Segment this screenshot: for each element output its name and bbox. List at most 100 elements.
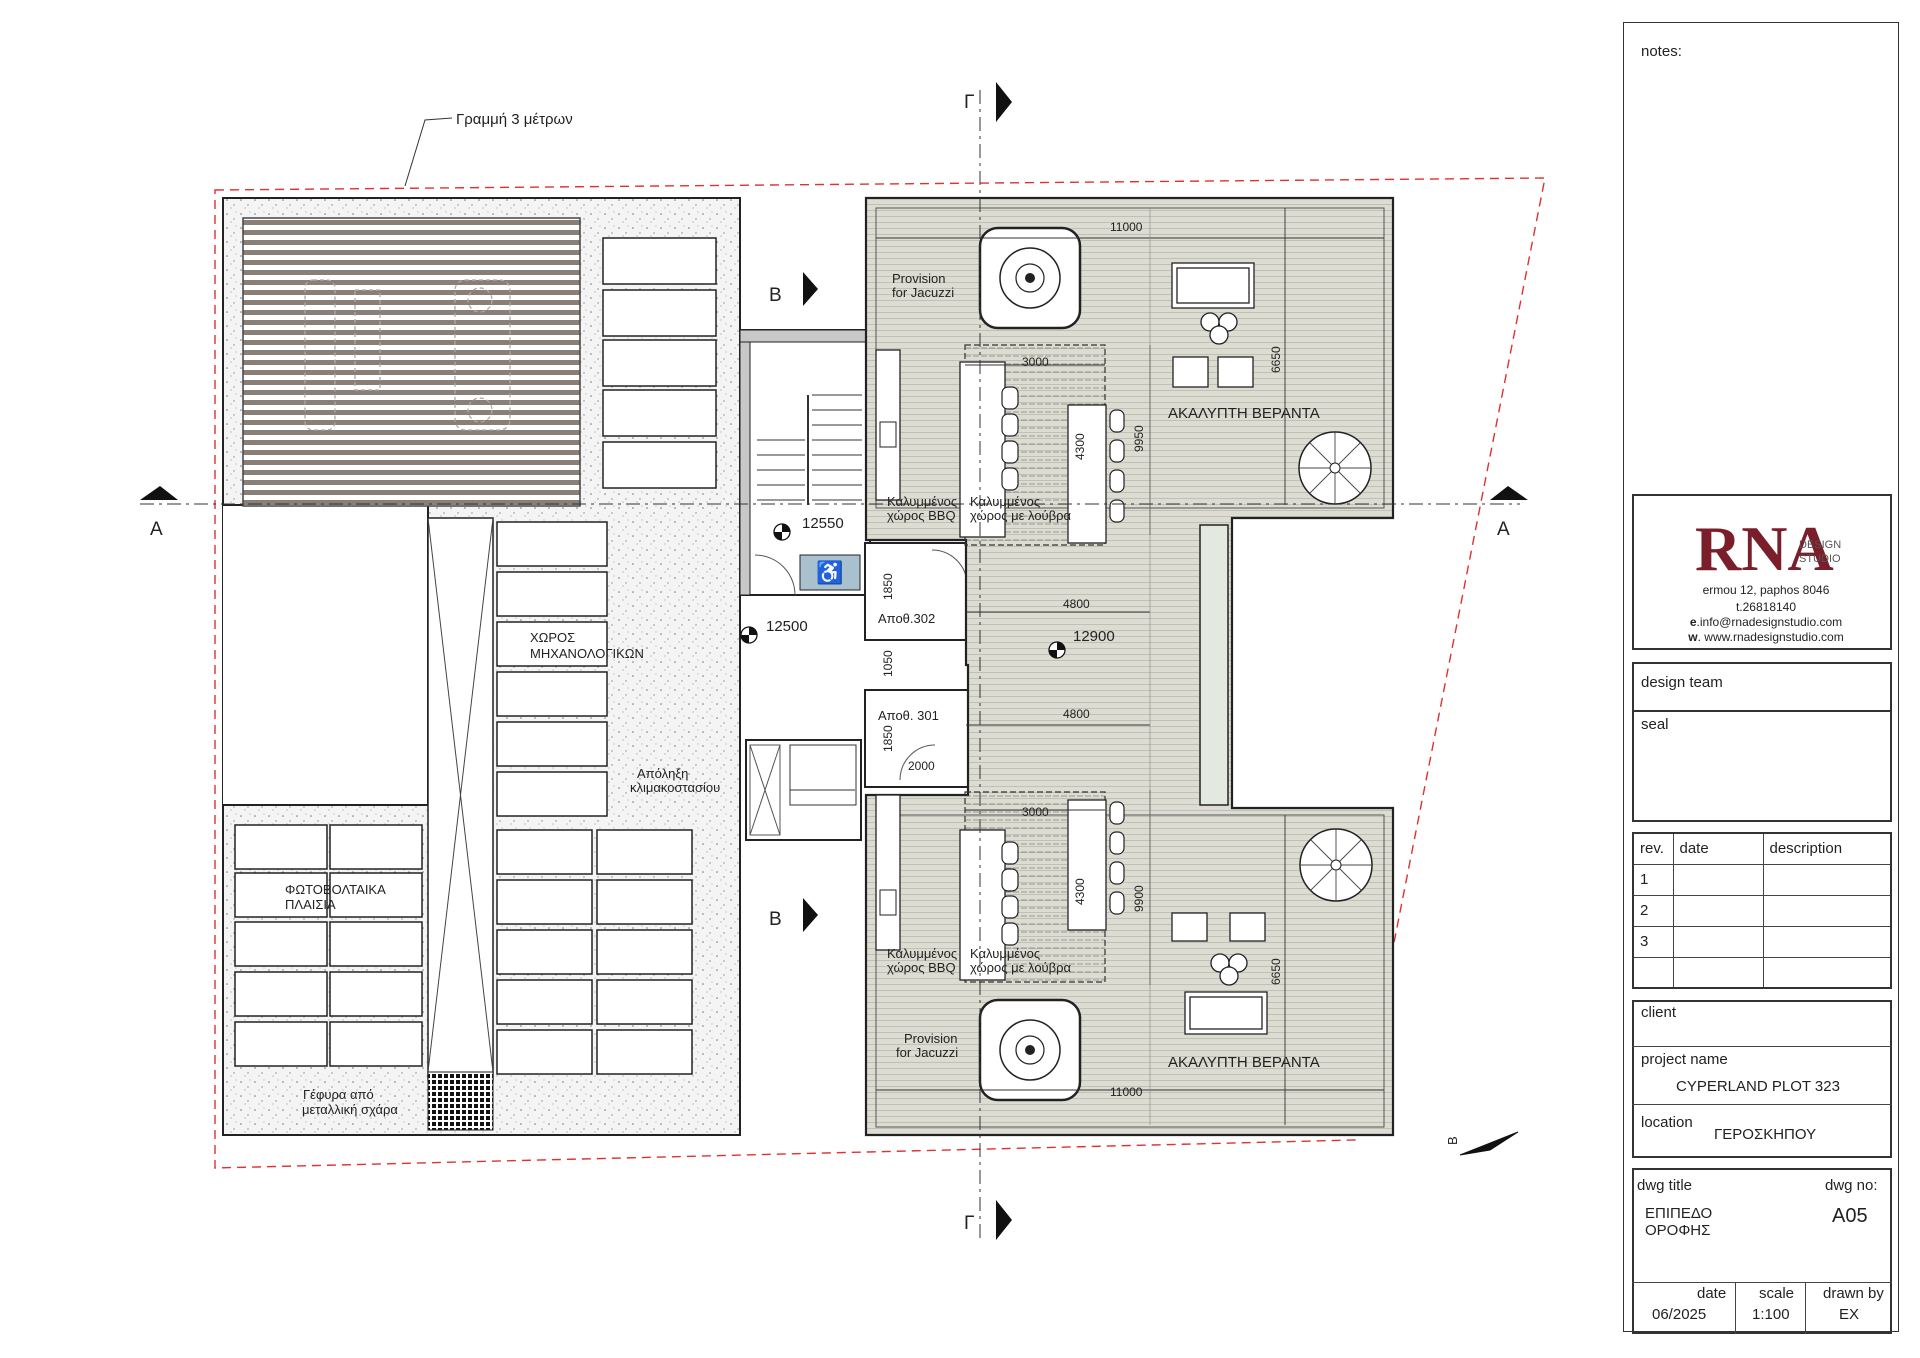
pv-panels-bottom (234, 824, 693, 1075)
bridge-label-2: μεταλλική σχάρα (302, 1102, 398, 1117)
north-arrow (1459, 1131, 1519, 1156)
project-divider (1632, 1104, 1892, 1105)
section-line-g (979, 82, 1012, 1240)
jacuzzi-top-label-1: Provision (892, 271, 945, 286)
dwg-title-2: ΟΡΟΦΗΣ (1645, 1222, 1711, 1239)
dining-table-bottom (1067, 799, 1107, 931)
pv-panels-mechanical (496, 521, 608, 817)
stair-exit-label-1: Απόληξη (637, 766, 688, 781)
dim-pergola-top: 3000 (1022, 355, 1049, 369)
metal-grate (427, 1071, 494, 1131)
north-label: Β (1445, 1136, 1460, 1145)
rev-header: rev. (1632, 832, 1674, 865)
dim-store-bottom: 1850 (881, 725, 895, 752)
location: ΓΕΡΟΣΚΗΠΟΥ (1714, 1126, 1817, 1143)
section-line-a (140, 486, 1528, 505)
storage-302-label: Αποθ.302 (878, 611, 935, 626)
email: .info@rnadesignstudio.com (1696, 615, 1843, 629)
lounge-furniture-bottom (1171, 912, 1268, 1035)
mechanical-label-2: ΜΗΧΑΝΟΛΟΓΙΚΩΝ (530, 646, 644, 661)
dwg-title-label: dwg title (1637, 1177, 1693, 1194)
dim-table-bottom: 4300 (1073, 878, 1087, 905)
rev-row-4 (1632, 956, 1674, 989)
scale-label: scale (1759, 1285, 1795, 1302)
dwg-divider (1632, 1282, 1892, 1283)
dim-table-top: 4300 (1073, 433, 1087, 460)
web-prefix: w (1688, 630, 1698, 644)
veranda-top-label: ΑΚΑΛΥΠΤΗ ΒΕΡΑΝΤΑ (1168, 405, 1320, 422)
email-prefix: e (1689, 615, 1697, 629)
scale: 1:100 (1752, 1306, 1790, 1323)
dwg-col-1 (1735, 1282, 1736, 1334)
bridge-label-1: Γέφυρα από (303, 1087, 374, 1102)
svg-text:DESIGN: DESIGN (1799, 539, 1841, 551)
seal-label: seal (1641, 716, 1669, 733)
project-name-label: project name (1641, 1051, 1728, 1068)
section-label-b-top: B (769, 285, 782, 306)
rev-row-1: 1 (1632, 863, 1674, 896)
louver-bottom-label-2: χώρος με λούβρα (970, 960, 1072, 975)
level-stair: 12550 (802, 515, 844, 532)
jacuzzi-top-label-2: for Jacuzzi (892, 285, 954, 300)
svg-text:STUDIO: STUDIO (1799, 553, 1841, 565)
seal-panel (1632, 710, 1892, 822)
section-label-a-right: A (1497, 519, 1510, 540)
svg-text:RNA: RNA (1695, 513, 1834, 578)
location-label: location (1641, 1114, 1693, 1131)
spiral-stair-top (1298, 431, 1372, 505)
level-hall: 12500 (766, 618, 808, 635)
left-block (222, 197, 741, 1136)
stair-exit-label-2: κλιμακοστασίου (630, 780, 720, 795)
planter (1199, 524, 1229, 806)
veranda-bottom-label: ΑΚΑΛΥΠΤΗ ΒΕΡΑΝΤΑ (1168, 1054, 1320, 1071)
dim-depth-bottom: 9900 (1132, 885, 1146, 912)
bbq-top-label-2: χώρος BBQ (887, 508, 956, 523)
storage-301-label: Αποθ. 301 (878, 708, 939, 723)
phone: t.26818140 (1735, 600, 1797, 614)
pv-panels-top (602, 237, 717, 489)
dim-passage: 1050 (881, 650, 895, 677)
rev-description-header: description (1762, 832, 1892, 865)
web-line: w. www.rnadesignstudio.com (1680, 630, 1852, 644)
jacuzzi-bottom-label-1: Provision (904, 1031, 957, 1046)
slatted-pergola (242, 217, 581, 507)
project-name: CYPERLAND PLOT 323 (1676, 1078, 1840, 1095)
client-label: client (1641, 1004, 1677, 1021)
dim-veranda-bottom: 6650 (1269, 958, 1283, 985)
three-meter-line (214, 177, 1546, 1169)
rev-date-header: date (1672, 832, 1764, 865)
dwg-no: A05 (1832, 1205, 1868, 1227)
dim-width-bottom: 11000 (1110, 1085, 1143, 1099)
terraces (864, 196, 1395, 1137)
logo-panel (1632, 494, 1892, 650)
company-logo: RNA DESIGN STUDIO (1695, 513, 1841, 578)
dim-corridor-top: 4800 (1063, 597, 1090, 611)
jacuzzi-bottom-label-2: for Jacuzzi (896, 1045, 958, 1060)
dining-table-top (1067, 404, 1107, 544)
louver-bottom-label-1: Καλυμμένος (970, 946, 1040, 961)
three-meter-line-label: Γραμμή 3 μέτρων (456, 111, 573, 128)
dim-door: 2000 (908, 759, 935, 773)
dim-width-top: 11000 (1110, 220, 1143, 234)
bbq-bottom-label-2: χώρος BBQ (887, 960, 956, 975)
design-team-label: design team (1641, 674, 1723, 691)
lounge-furniture-top (1171, 262, 1255, 388)
dim-depth-top: 9950 (1132, 425, 1146, 452)
bbq-top-label-1: Καλυμμένος (887, 494, 957, 509)
louver-top-label-2: χώρος με λούβρα (970, 508, 1072, 523)
dwg-col-2 (1805, 1282, 1806, 1334)
stair-core: ♿ (739, 329, 971, 841)
jacuzzi-bottom (978, 998, 1082, 1102)
website: . www.rnadesignstudio.com (1697, 630, 1844, 644)
title-block-frame (1623, 22, 1899, 1332)
notes-label: notes: (1641, 43, 1682, 60)
bbq-bottom-label-1: Καλυμμένος (887, 946, 957, 961)
section-label-a-left: A (150, 519, 163, 540)
section-label-g-bottom: Γ (964, 1213, 974, 1234)
section-label-b-bottom: B (769, 909, 782, 930)
wheelchair-icon: ♿ (816, 560, 843, 585)
accessible-platform (799, 554, 861, 591)
pv-label-2: ΠΛΑΙΣΙΑ (285, 897, 336, 912)
section-label-g-top: Γ (964, 92, 974, 113)
dwg-panel (1632, 1168, 1892, 1334)
